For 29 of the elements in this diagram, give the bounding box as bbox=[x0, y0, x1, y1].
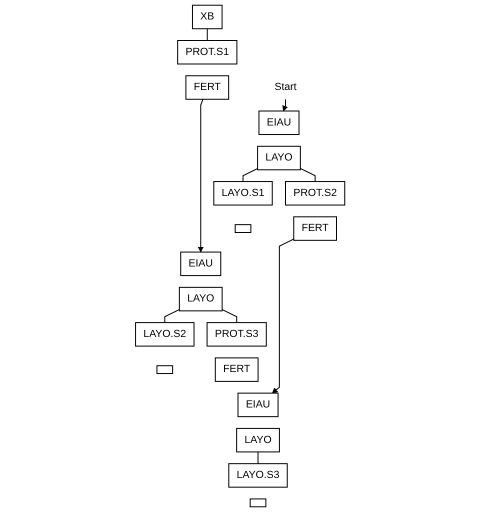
connector bbox=[164, 309, 180, 324]
connector bbox=[300, 168, 316, 182]
node-box: EIAU bbox=[180, 252, 222, 276]
connector bbox=[207, 28, 208, 41]
node-box: PROT.S2 bbox=[285, 181, 346, 206]
node-box: LAYO bbox=[179, 286, 223, 312]
node-box: PROT.S1 bbox=[178, 40, 238, 64]
node-box bbox=[156, 365, 174, 374]
node-box: LAYO bbox=[236, 428, 280, 452]
node-box: LAYO bbox=[257, 146, 302, 170]
connector bbox=[242, 168, 258, 182]
connector bbox=[258, 451, 259, 464]
node-box: LAYO.S1 bbox=[214, 181, 274, 206]
node-box: EIAU bbox=[238, 392, 279, 418]
node-box: FERT bbox=[186, 75, 230, 100]
node-box: EIAU bbox=[258, 110, 300, 136]
node-box: LAYO.S2 bbox=[135, 322, 195, 347]
node-box: LAYO.S3 bbox=[228, 463, 288, 488]
node-text: Start bbox=[274, 82, 297, 93]
connector bbox=[222, 309, 238, 324]
node-box: FERT bbox=[294, 216, 338, 241]
node-box: PROT.S3 bbox=[206, 322, 268, 347]
node-box: XB bbox=[192, 4, 223, 30]
arrow bbox=[282, 98, 288, 112]
arrow bbox=[272, 238, 295, 394]
arrow bbox=[198, 98, 204, 252]
node-box: FERT bbox=[215, 357, 259, 382]
node-box bbox=[235, 224, 252, 233]
node-box bbox=[250, 498, 267, 508]
